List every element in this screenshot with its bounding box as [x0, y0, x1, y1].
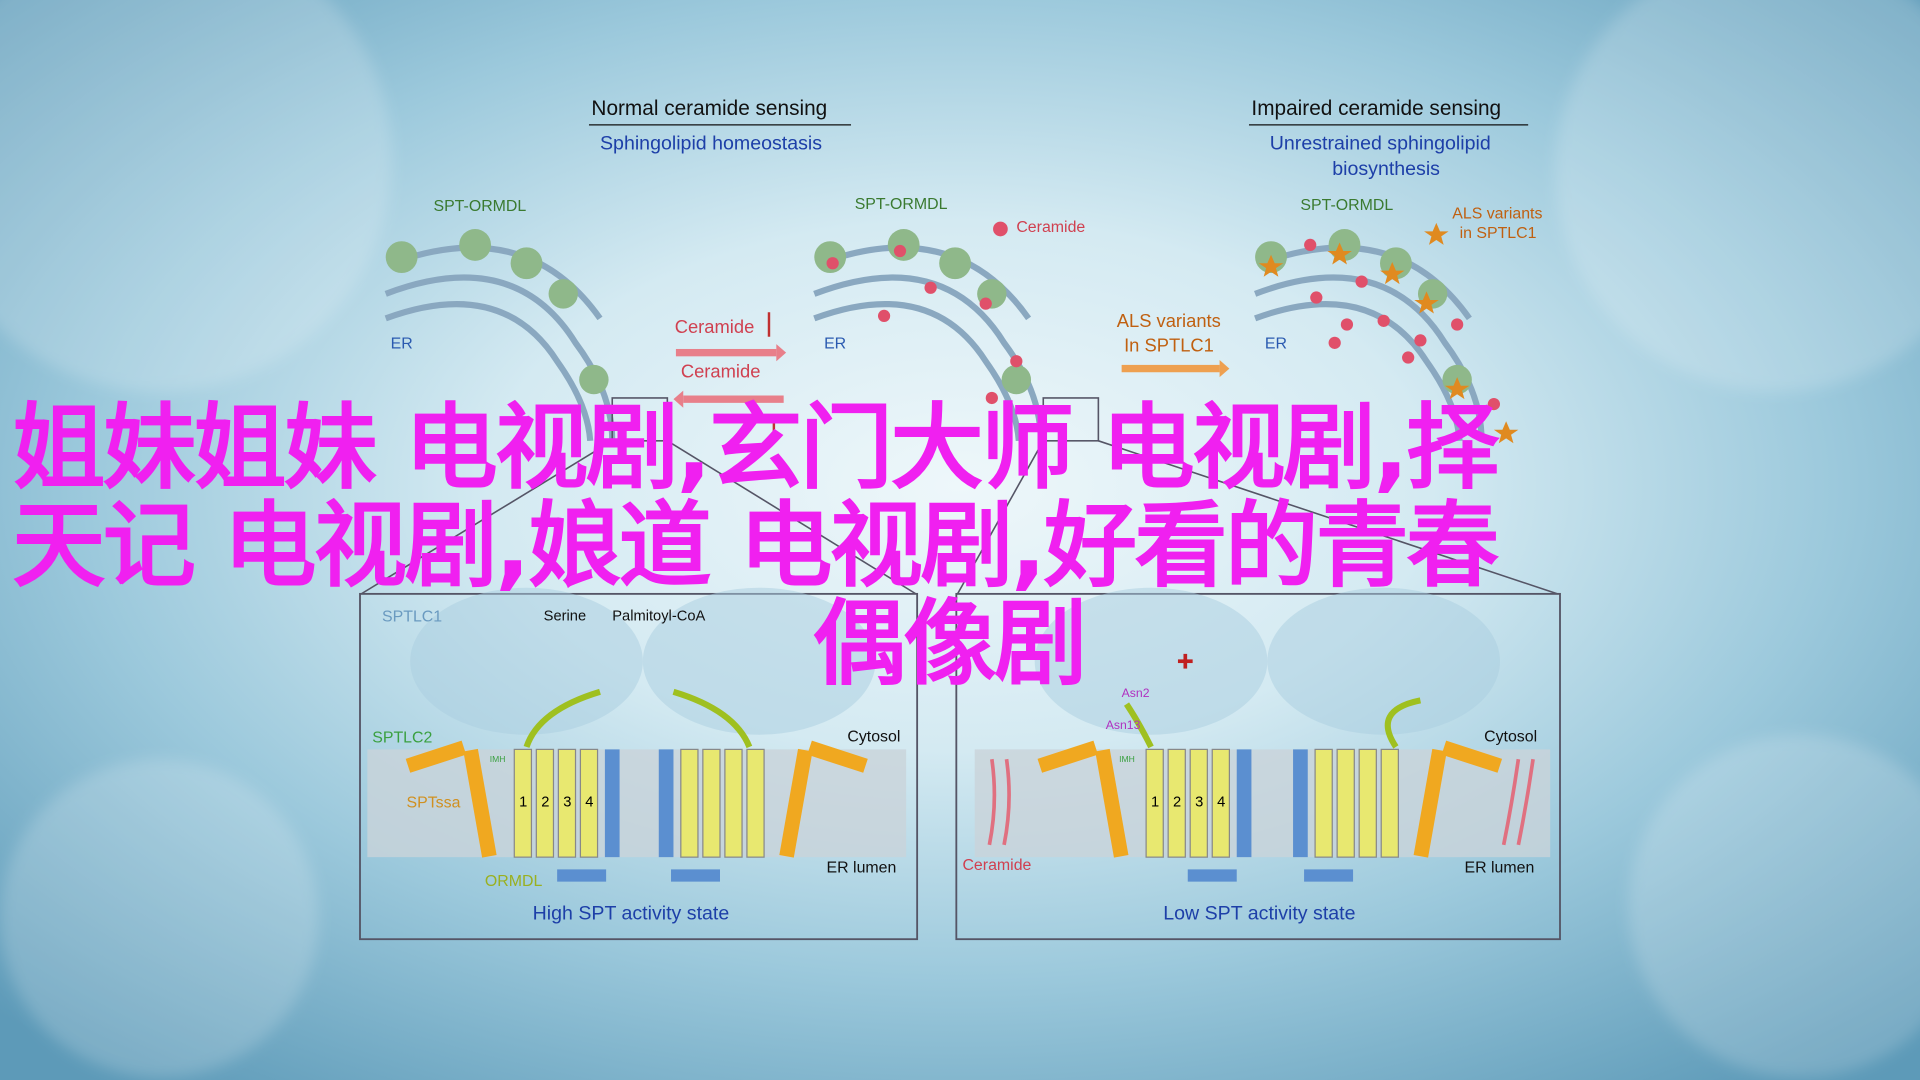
tm-1-label: 1: [519, 795, 527, 811]
asn2-label: Asn2: [1122, 686, 1150, 700]
er-label: ER: [1265, 335, 1287, 352]
high-spt-state-label: High SPT activity state: [533, 903, 730, 925]
als-variants-label-2: In SPTLC1: [1124, 335, 1214, 356]
ormdl-label: ORMDL: [485, 873, 543, 890]
ceramide-legend: Ceramide: [1016, 219, 1085, 236]
right-panel-subtitle-2: biosynthesis: [1332, 158, 1440, 180]
tm-2-label: 2: [541, 795, 549, 811]
imh-label: IMH: [1119, 754, 1135, 764]
sptlc2-label: SPTLC2: [372, 730, 432, 747]
overlay-title-line-2: 天记 电视剧,娘道 电视剧,好看的青春: [12, 492, 1499, 600]
er-lumen-label: ER lumen: [1464, 859, 1534, 876]
imh-label: IMH: [490, 754, 506, 764]
er-label: ER: [391, 335, 413, 352]
bottom-panels: [359, 587, 1561, 941]
tm-1-label: 1: [1151, 795, 1159, 811]
ceramide-dots: [826, 221, 1500, 411]
overlay-title-line-1: 姐妹姐妹 电视剧,玄门大师 电视剧,择: [12, 394, 1500, 502]
transmembrane-helices: [405, 653, 1535, 882]
als-star-icons: [1258, 222, 1519, 444]
palmitoyl-coa-label: Palmitoyl-CoA: [612, 609, 705, 625]
als-variants-label-1: ALS variants: [1117, 310, 1221, 331]
als-legend-1: ALS variants: [1452, 206, 1542, 223]
als-legend-2: in SPTLC1: [1460, 225, 1537, 242]
tm-4-label: 4: [1217, 795, 1225, 811]
er-membrane-middle: [813, 244, 1044, 442]
ceramide-label: Ceramide: [962, 857, 1031, 874]
ceramide-up-label: Ceramide: [675, 316, 755, 337]
right-panel-subtitle-1: Unrestrained sphingolipid: [1270, 133, 1491, 155]
ceramide-down-label: Ceramide: [681, 360, 761, 381]
zoom-lines: [360, 397, 1558, 595]
spt-ormdl-label: SPT-ORMDL: [855, 196, 948, 213]
arrows: [673, 312, 1230, 441]
spt-complexes: [385, 228, 1472, 395]
sptssa-label: SPTssa: [407, 795, 461, 812]
er-membrane-right: [1254, 244, 1485, 442]
tm-3-label: 3: [563, 795, 571, 811]
er-label: ER: [824, 335, 846, 352]
er-membrane-left: [384, 244, 616, 442]
left-panel-title: Normal ceramide sensing: [591, 97, 827, 120]
tm-3-label: 3: [1195, 795, 1203, 811]
low-spt-state-label: Low SPT activity state: [1163, 903, 1355, 925]
spt-ormdl-label: SPT-ORMDL: [1300, 197, 1393, 214]
left-panel-subtitle: Sphingolipid homeostasis: [600, 133, 822, 155]
sptlc1-label: SPTLC1: [382, 608, 442, 625]
overlay-title-line-3: 偶像剧: [813, 590, 1085, 698]
er-lumen-label: ER lumen: [827, 859, 897, 876]
spt-ormdl-label: SPT-ORMDL: [433, 198, 526, 215]
diagram: Normal ceramide sensing Sphingolipid hom…: [359, 97, 1561, 941]
serine-label: Serine: [544, 609, 586, 625]
tm-4-label: 4: [585, 795, 593, 811]
cytosol-label: Cytosol: [1484, 728, 1537, 745]
cytosol-label: Cytosol: [847, 728, 900, 745]
right-panel-title: Impaired ceramide sensing: [1251, 97, 1501, 120]
tm-2-label: 2: [1173, 795, 1181, 811]
asn13-label: Asn13: [1106, 718, 1141, 732]
